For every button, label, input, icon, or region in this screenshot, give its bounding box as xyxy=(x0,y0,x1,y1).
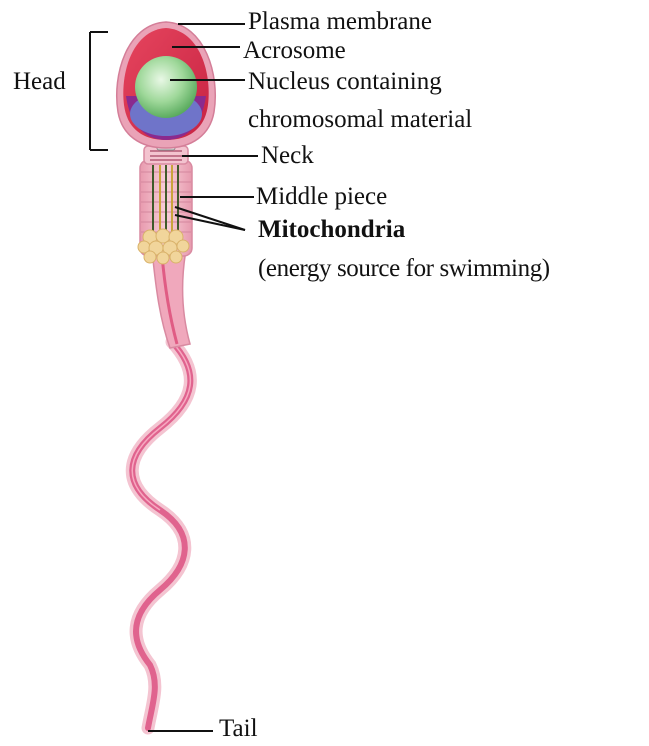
mitochondria-cluster xyxy=(138,229,189,264)
flagellum-upper xyxy=(152,250,190,348)
label-neck: Neck xyxy=(261,142,314,170)
head xyxy=(117,22,216,148)
tail xyxy=(132,342,213,731)
label-plasma-membrane: Plasma membrane xyxy=(248,8,432,36)
label-nucleus-line1: Nucleus containing xyxy=(248,68,442,96)
label-mitochondria: Mitochondria xyxy=(258,216,405,244)
label-middle-piece: Middle piece xyxy=(256,183,387,211)
head-bracket xyxy=(90,32,108,150)
label-nucleus-line2: chromosomal material xyxy=(248,106,472,134)
label-mitochondria-note: (energy source for swimming) xyxy=(258,255,550,283)
label-acrosome: Acrosome xyxy=(243,37,346,65)
nucleus-shape xyxy=(135,56,197,118)
label-tail: Tail xyxy=(219,715,258,743)
middle-piece xyxy=(138,160,192,348)
label-head: Head xyxy=(13,68,66,96)
